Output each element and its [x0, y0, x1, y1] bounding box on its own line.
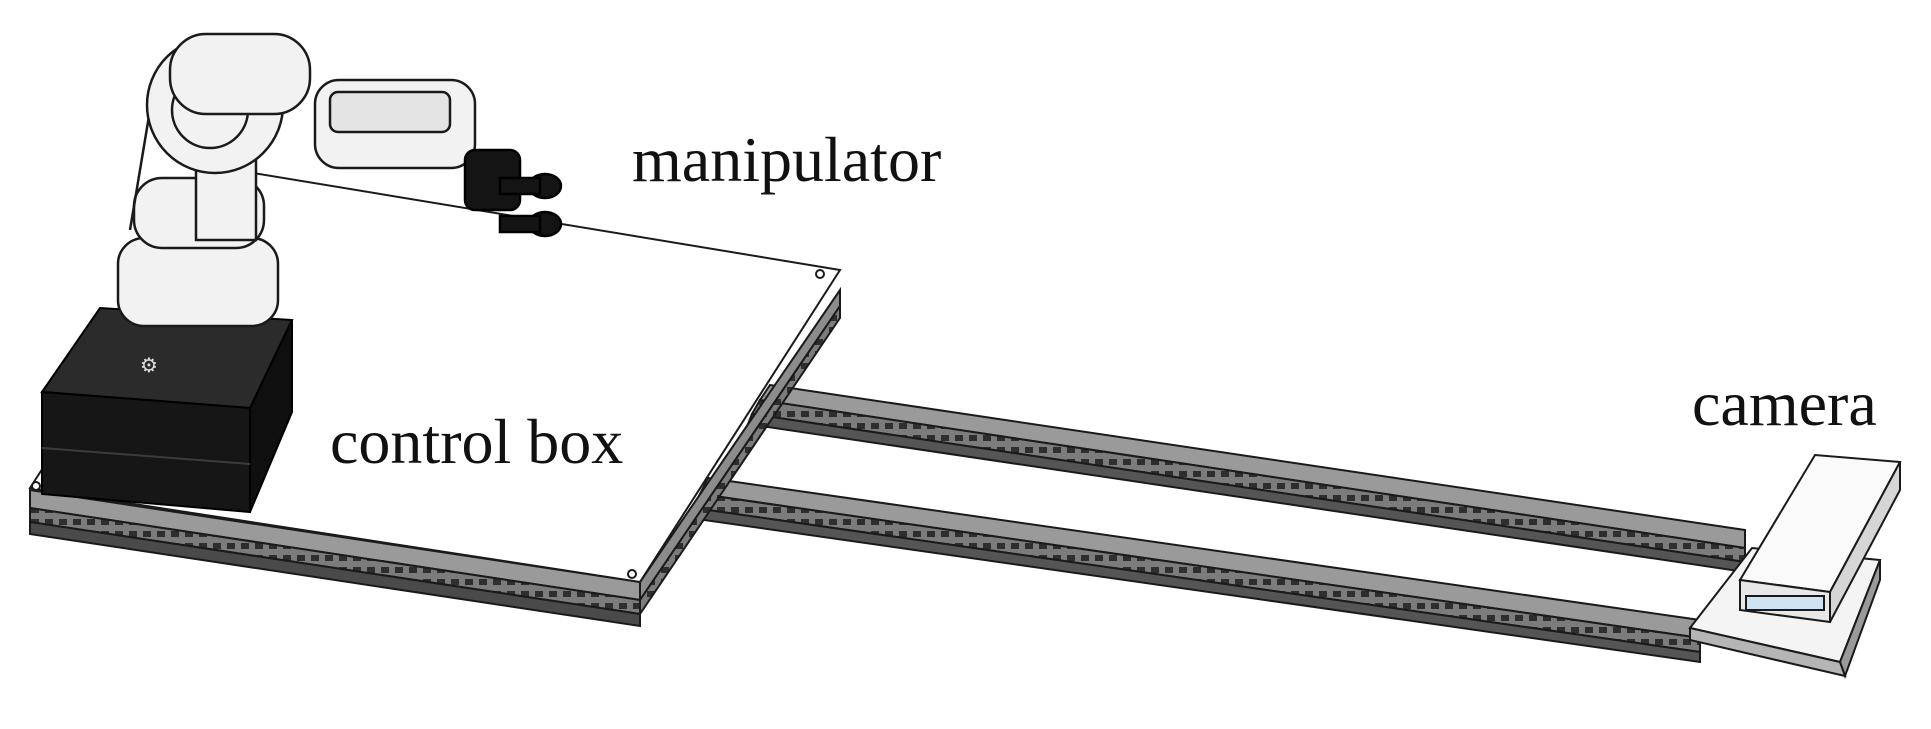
rail-track: [688, 383, 1746, 664]
control-box: ⚙: [40, 306, 294, 514]
manipulator-label: manipulator: [632, 124, 942, 195]
control-box-logo: ⚙: [140, 353, 158, 377]
camera-label: camera: [1692, 368, 1877, 439]
gripper: [463, 148, 563, 238]
control-box-label: control box: [330, 406, 624, 477]
camera-lens: [1745, 595, 1825, 611]
manipulator-arm: [116, 32, 563, 328]
camera-unit: [1688, 453, 1902, 679]
